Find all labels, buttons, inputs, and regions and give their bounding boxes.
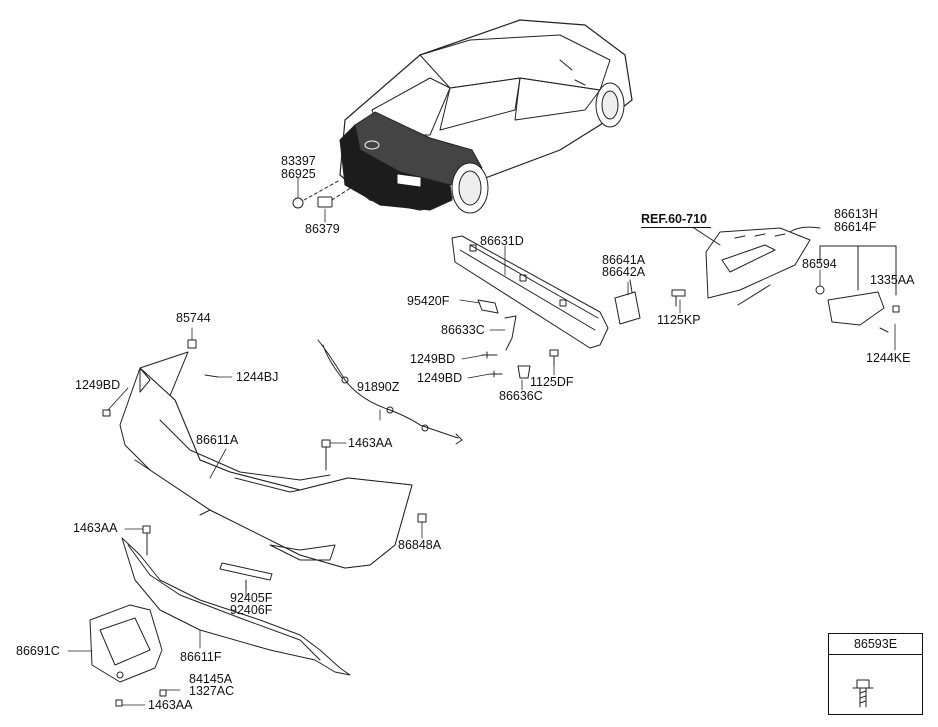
label-1463aa-c: 1463AA xyxy=(148,698,193,712)
label-92405f: 92405F xyxy=(230,591,273,605)
label-92406f: 92406F xyxy=(230,603,273,617)
label-85744: 85744 xyxy=(176,311,211,325)
ref-label[interactable]: REF.60-710 xyxy=(641,212,708,226)
label-86848a: 86848A xyxy=(398,538,442,552)
plate-lamp-shape xyxy=(317,196,333,208)
label-1125kp: 1125KP xyxy=(657,313,701,327)
legend-box: 86593E xyxy=(828,633,923,715)
label-86641a: 86641A xyxy=(602,253,646,267)
lower-skirt-shape xyxy=(121,537,351,676)
bolt-1125kp-shape xyxy=(671,289,686,307)
reflector-shape xyxy=(219,562,273,581)
label-86611a: 86611A xyxy=(196,433,239,447)
label-86642a: 86642A xyxy=(602,265,646,279)
ref-underline xyxy=(641,227,711,228)
label-1327ac: 1327AC xyxy=(189,684,235,698)
label-1249bd-c: 1249BD xyxy=(75,378,121,392)
label-84145a: 84145A xyxy=(189,672,233,686)
label-1335aa: 1335AA xyxy=(870,273,915,287)
wiring-shape xyxy=(317,339,459,439)
label-95420f: 95420F xyxy=(407,294,450,308)
label-86631d: 86631D xyxy=(480,234,524,248)
label-86633c: 86633C xyxy=(441,323,485,337)
label-86636c: 86636C xyxy=(499,389,543,403)
rear-beam-shape xyxy=(451,235,609,349)
label-83397: 83397 xyxy=(281,154,316,168)
label-1249bd-b: 1249BD xyxy=(417,371,463,385)
bracket-shape xyxy=(614,291,641,325)
label-1244bj: 1244BJ xyxy=(236,370,279,384)
label-86925: 86925 xyxy=(281,167,316,181)
leader-lines xyxy=(67,177,896,706)
label-86614f: 86614F xyxy=(834,220,877,234)
label-1125df: 1125DF xyxy=(530,375,574,389)
label-1244ke: 1244KE xyxy=(866,351,911,365)
label-86613h: 86613H xyxy=(834,207,878,221)
undercover-shape xyxy=(89,604,163,683)
side-bracket-shape xyxy=(705,226,821,306)
label-91890z: 91890Z xyxy=(357,380,400,394)
label-1463aa-b: 1463AA xyxy=(73,521,118,535)
label-1463aa-a: 1463AA xyxy=(348,436,393,450)
label-86379: 86379 xyxy=(305,222,340,236)
label-1249bd-a: 1249BD xyxy=(410,352,456,366)
legend-part-number: 86593E xyxy=(829,634,922,655)
cap-shape xyxy=(292,197,304,209)
label-86594: 86594 xyxy=(802,257,837,271)
bumper-cover-shape xyxy=(119,351,413,569)
screw-86593e-shape xyxy=(852,679,874,708)
car-illustration xyxy=(339,19,633,214)
label-86691c: 86691C xyxy=(16,644,60,658)
label-86611f: 86611F xyxy=(180,650,222,664)
